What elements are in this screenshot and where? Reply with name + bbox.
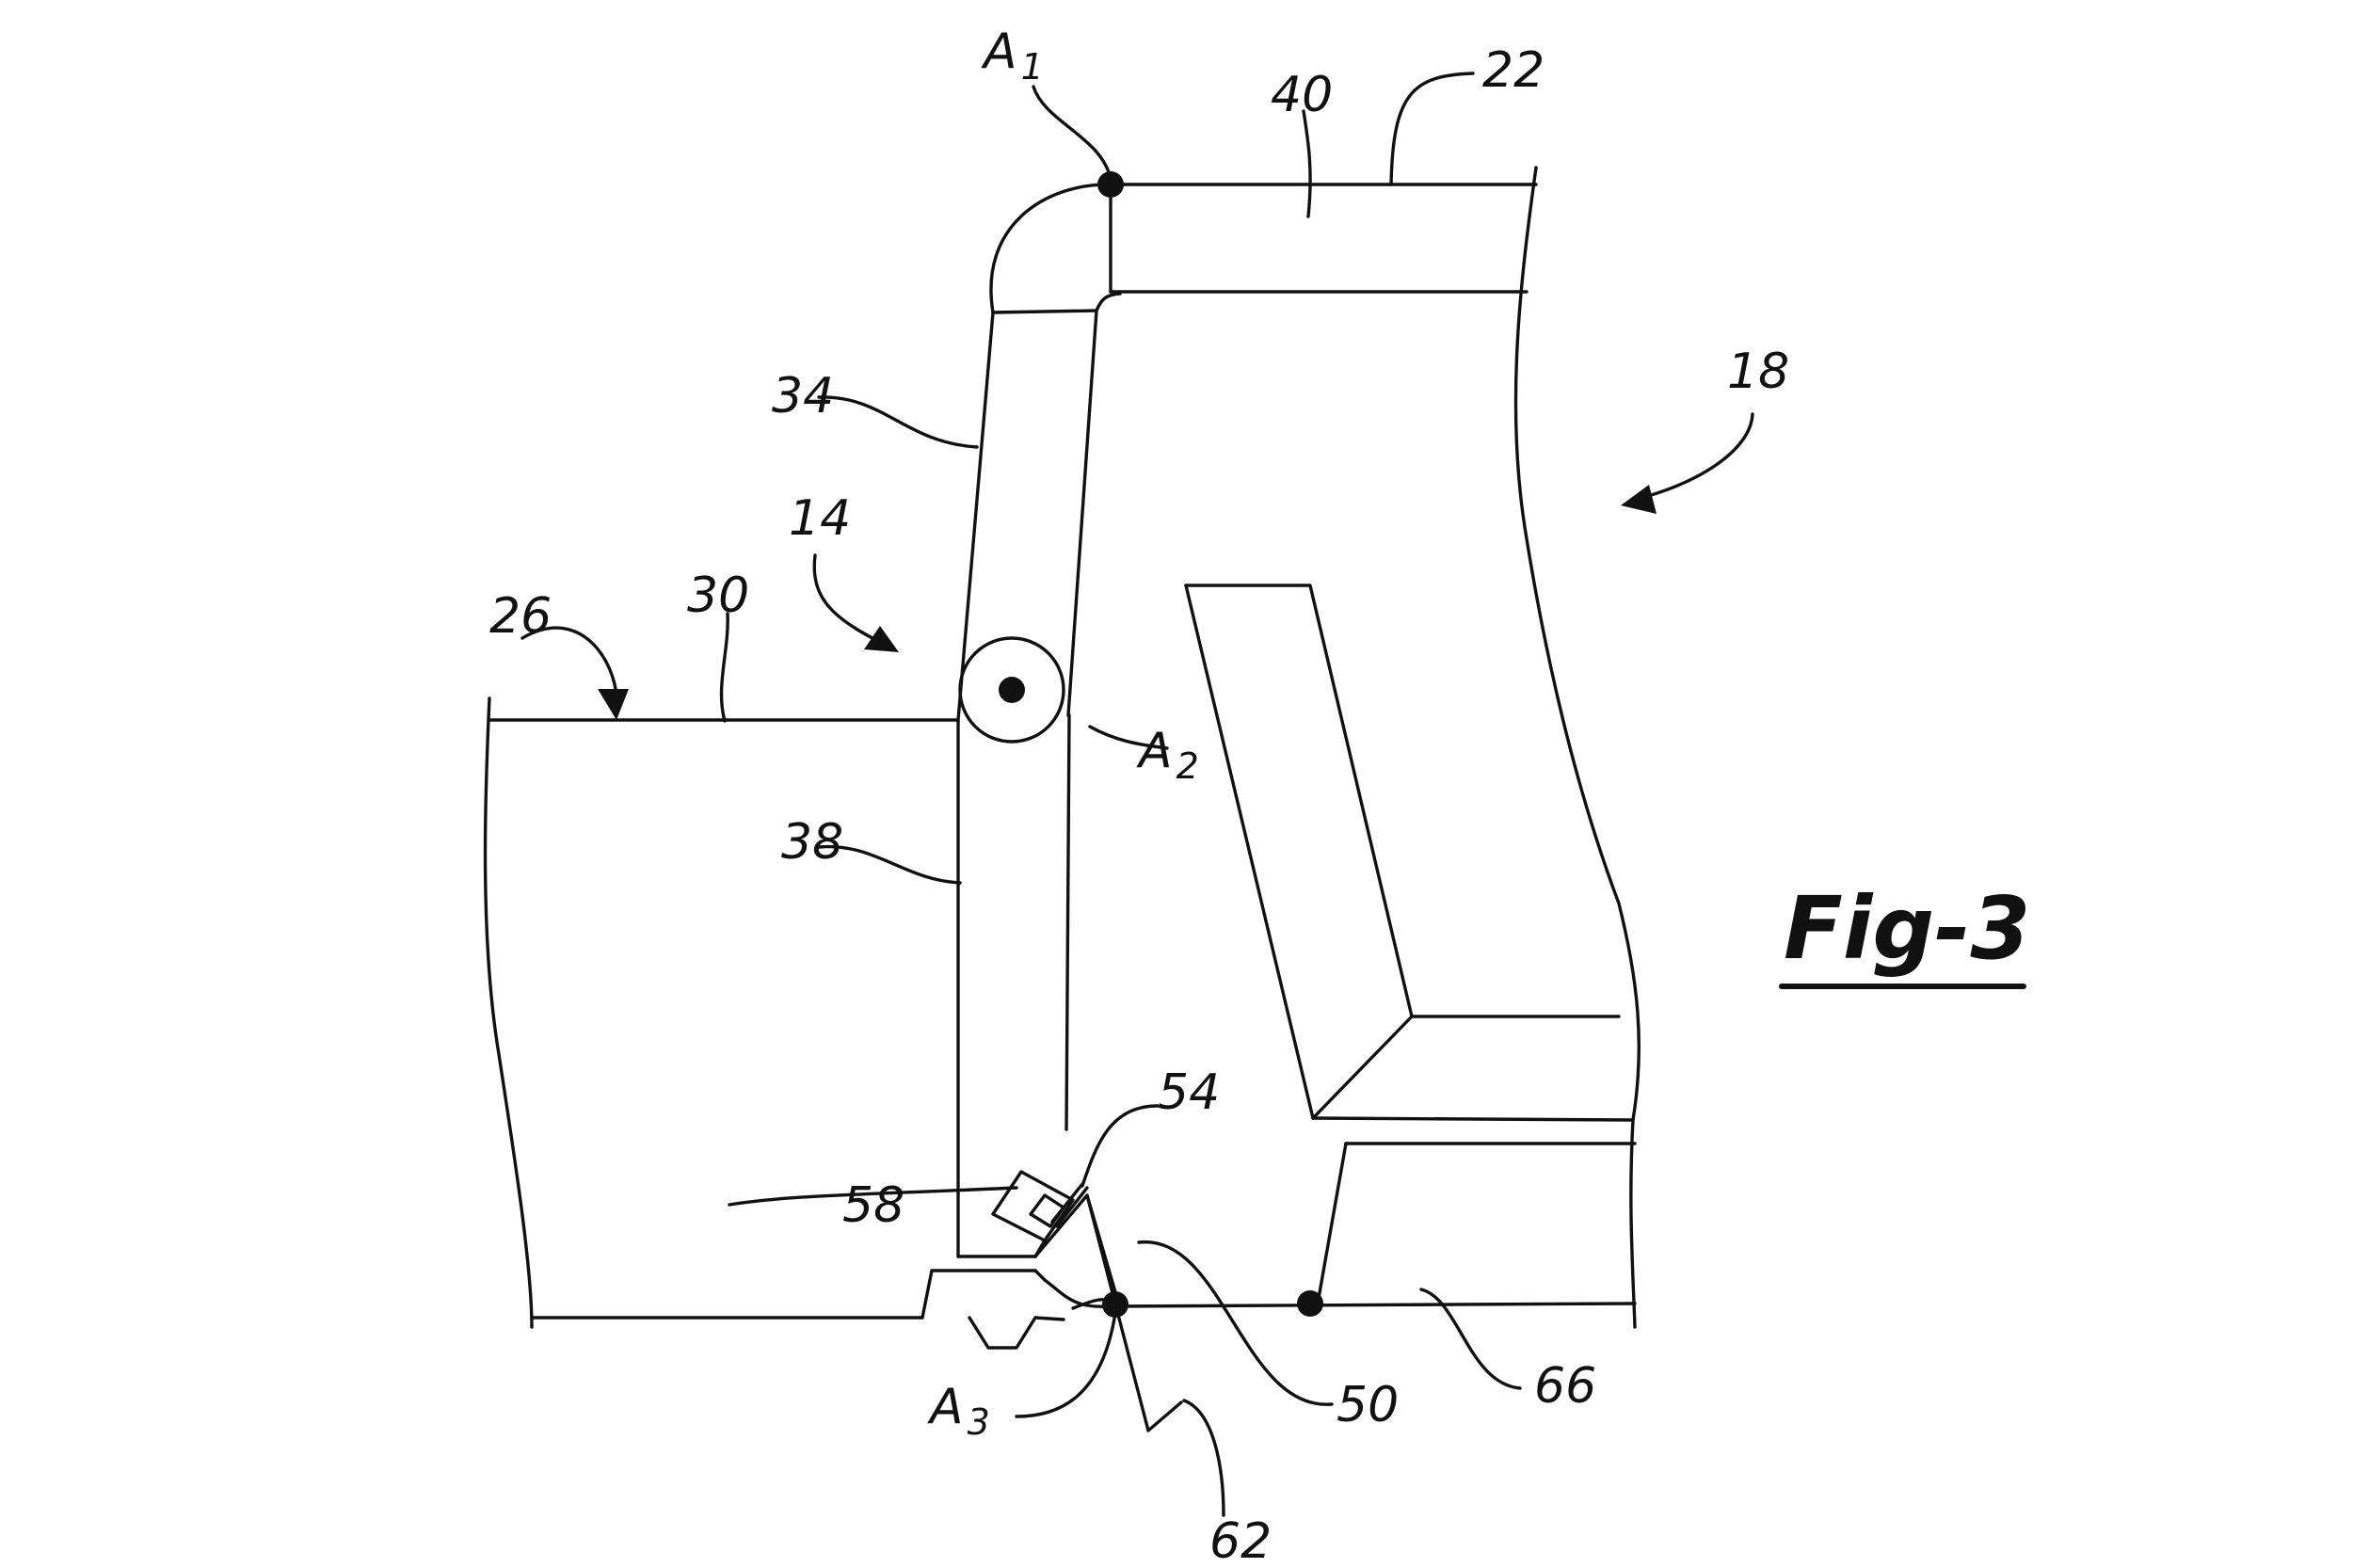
top-corner-member	[991, 184, 1536, 312]
label-18: 18	[1727, 344, 1789, 400]
label-26: 26	[489, 588, 552, 645]
hinge-point-a2	[999, 677, 1025, 703]
point-labels: A1 A2 A3	[927, 24, 1199, 1443]
label-22: 22	[1482, 42, 1545, 99]
label-34: 34	[772, 368, 834, 424]
right-body	[1186, 168, 1639, 1327]
reference-labels: 18 22 40 34 14 26 30 38 54 58 50 66 62	[489, 42, 1789, 1568]
figure-title: Fig-3	[1782, 878, 2030, 986]
leader-lines	[522, 73, 1520, 1515]
label-40: 40	[1271, 67, 1333, 123]
label-a1: A1	[981, 24, 1044, 88]
label-a2: A2	[1136, 723, 1199, 787]
label-66: 66	[1534, 1358, 1596, 1415]
bottom-assembly	[922, 1172, 1635, 1431]
label-14: 14	[789, 490, 851, 547]
figure-title-text: Fig-3	[1784, 878, 2030, 979]
label-62: 62	[1209, 1513, 1272, 1568]
label-50: 50	[1337, 1377, 1399, 1433]
label-54: 54	[1158, 1064, 1220, 1121]
label-a3: A3	[927, 1379, 990, 1443]
label-38: 38	[781, 814, 843, 871]
label-58: 58	[842, 1177, 904, 1234]
arrows	[598, 414, 1753, 720]
label-30: 30	[687, 568, 749, 624]
junction-point-62	[1297, 1290, 1323, 1317]
pillar	[958, 294, 1120, 1256]
